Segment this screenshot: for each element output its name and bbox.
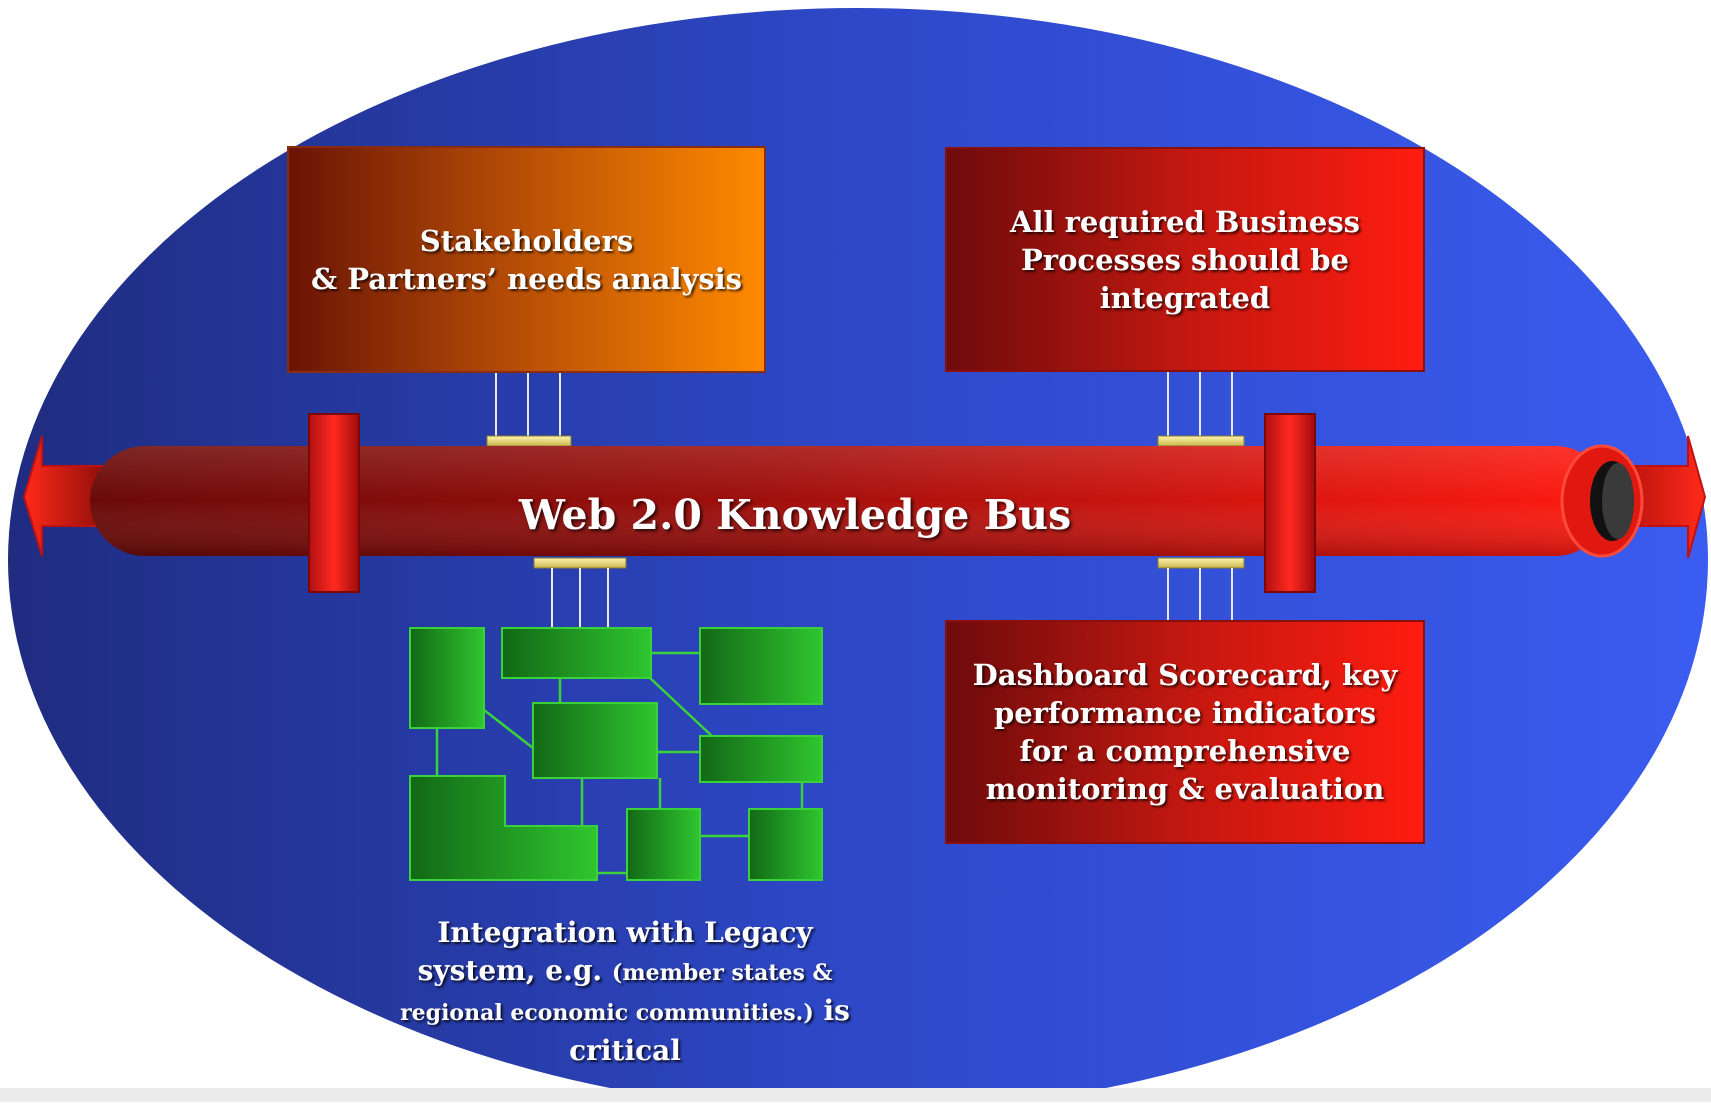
legacy-caption-text: is [823, 994, 850, 1027]
legacy-node [409, 775, 598, 881]
legacy-caption-text: system, e.g. [417, 954, 603, 987]
legacy-caption-line: Integration with Legacy [437, 916, 813, 949]
legacy-caption-line: regional economic communities.) is [395, 992, 855, 1032]
legacy-node [409, 627, 485, 729]
legacy-node [626, 808, 701, 881]
connector-legacy [533, 557, 627, 628]
dashboard-scorecard-box: Dashboard Scorecard, key performance ind… [945, 620, 1425, 844]
legacy-caption-small-text: regional economic communities.) [400, 1000, 814, 1026]
business-processes-box: All required Business Processes should b… [945, 147, 1425, 372]
legacy-node [501, 627, 652, 679]
connector-business [1157, 372, 1245, 447]
stakeholders-needs-box: Stakeholders & Partners’ needs analysis [287, 146, 766, 373]
legacy-node [532, 702, 658, 779]
legacy-caption-line: critical [569, 1034, 681, 1067]
legacy-caption-line: system, e.g. (member states & [395, 952, 855, 992]
legacy-system-network [409, 627, 823, 881]
legacy-node [699, 627, 823, 705]
knowledge-bus-pipe [90, 444, 1644, 558]
bus-flange-left [308, 413, 360, 593]
bottom-strip [0, 1088, 1711, 1102]
business-processes-label: All required Business Processes should b… [1010, 204, 1360, 315]
legacy-node [748, 808, 823, 881]
knowledge-bus-label: Web 2.0 Knowledge Bus [518, 491, 1072, 539]
connector-dashboard [1157, 557, 1245, 620]
stakeholders-needs-label: Stakeholders & Partners’ needs analysis [311, 223, 742, 296]
bus-flange-right [1264, 413, 1316, 593]
legacy-caption-small-text: (member states & [611, 960, 833, 986]
dashboard-scorecard-label: Dashboard Scorecard, key performance ind… [972, 658, 1398, 806]
legacy-node [699, 735, 823, 783]
legacy-integration-caption: Integration with Legacy system, e.g. (me… [395, 914, 855, 1070]
